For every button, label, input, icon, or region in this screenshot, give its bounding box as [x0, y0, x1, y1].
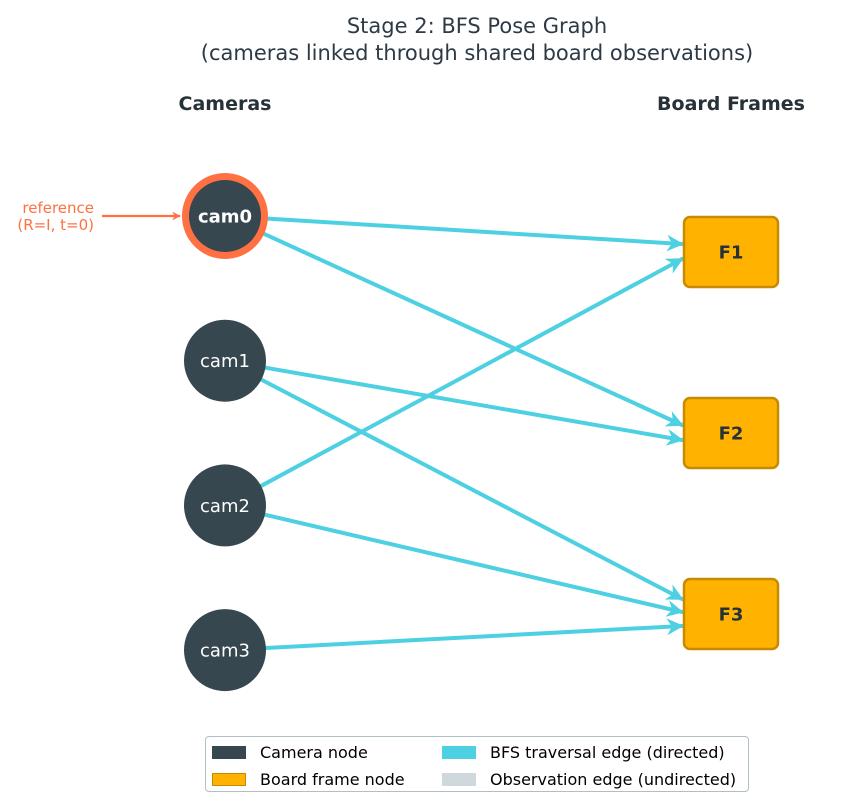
reference-annotation: reference(R=I, t=0) — [17, 199, 181, 234]
frame-node-F3: F3 — [682, 577, 780, 651]
legend-item-board-frame-node: Board frame node — [212, 769, 405, 789]
legend: Camera node Board frame node BFS travers… — [205, 736, 749, 792]
frames-column-heading: Board Frames — [657, 93, 805, 115]
camera-label: cam2 — [200, 496, 250, 517]
frame-label: F3 — [719, 605, 744, 626]
frame-node-F2: F2 — [682, 396, 780, 470]
camera-label: cam3 — [200, 641, 250, 662]
camera-node-cam3: cam3 — [184, 609, 266, 692]
legend-swatch-frame — [212, 772, 246, 786]
legend-swatch-observation — [442, 772, 476, 786]
frame-label: F2 — [719, 424, 744, 445]
frame-box — [682, 215, 780, 289]
camera-label: cam1 — [200, 351, 250, 372]
legend-item-camera-node: Camera node — [212, 742, 368, 762]
camera-label: cam0 — [198, 207, 252, 228]
edge-cam3-F3 — [263, 618, 684, 650]
edge-cam2-F3 — [262, 512, 684, 617]
edge-cam1-F3 — [259, 377, 684, 601]
camera-circle — [184, 609, 266, 692]
camera-node-cam2: cam2 — [184, 464, 266, 547]
camera-circle — [184, 464, 266, 547]
camera-node-cam1: cam1 — [184, 319, 266, 402]
legend-swatch-bfs — [442, 745, 476, 759]
frame-label: F1 — [719, 243, 744, 264]
frame-node-F1: F1 — [682, 215, 780, 289]
legend-label-bfs-edge: BFS traversal edge (directed) — [490, 742, 725, 762]
reference-label-line1: reference — [22, 199, 94, 217]
camera-circle — [189, 180, 261, 252]
edge-cam2-F1 — [259, 257, 684, 488]
edges-layer — [259, 216, 684, 650]
edge-cam1-F2 — [263, 365, 684, 446]
legend-label-observation-edge: Observation edge (undirected) — [490, 769, 737, 789]
legend-item-observation-edge: Observation edge (undirected) — [442, 769, 736, 789]
legend-label-board-frame-node: Board frame node — [260, 769, 405, 789]
legend-item-bfs-edge: BFS traversal edge (directed) — [442, 742, 725, 762]
legend-label-camera-node: Camera node — [260, 742, 368, 762]
camera-node-cam0: cam0 — [182, 173, 268, 259]
camera-circle — [184, 319, 266, 402]
title-line1: Stage 2: BFS Pose Graph — [347, 14, 607, 38]
edge-cam0-F2 — [260, 231, 684, 427]
cameras-column-heading: Cameras — [179, 93, 272, 115]
reference-label-line2: (R=I, t=0) — [17, 216, 94, 234]
legend-swatch-camera — [212, 745, 246, 759]
edge-cam0-F1 — [263, 216, 684, 252]
frame-box — [682, 396, 780, 470]
title-line2: (cameras linked through shared board obs… — [201, 41, 753, 65]
frame-box — [682, 577, 780, 651]
